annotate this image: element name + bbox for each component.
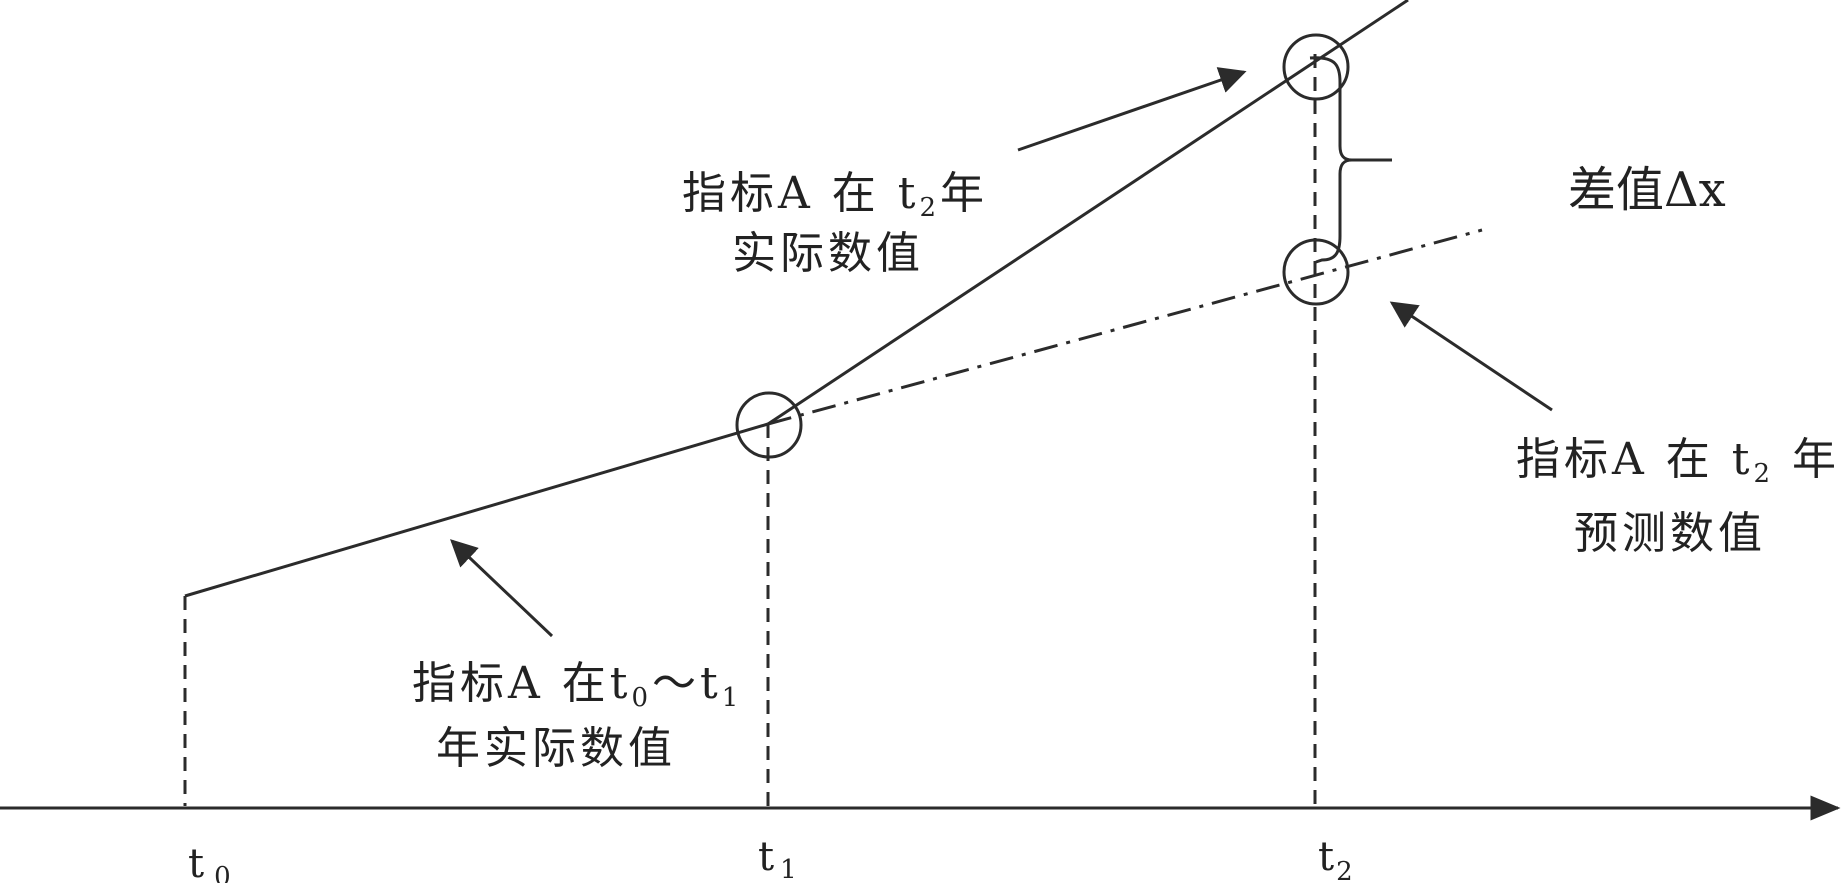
actual-line-t0-t1 bbox=[184, 422, 769, 598]
t2-actual-point-circle bbox=[1282, 33, 1350, 101]
label-actual-t2-line2: 实际数值 bbox=[732, 228, 924, 279]
label-predicted-t2-line1: 指标A 在 t2 年 bbox=[1516, 434, 1840, 489]
label-predicted-t2-line2: 预测数值 bbox=[1574, 508, 1766, 559]
label-actual-t0-t1-line1: 指标A 在t0～t1 bbox=[412, 658, 742, 713]
t1-point-circle bbox=[735, 391, 803, 459]
arrow-to-actual-t2 bbox=[1017, 67, 1247, 152]
label-actual-t0-t1-line2: 年实际数值 bbox=[436, 723, 676, 774]
arrow-to-actual-t0-t1 bbox=[450, 539, 554, 638]
t2-predicted-point-circle bbox=[1282, 238, 1350, 306]
difference-brace bbox=[1309, 56, 1392, 264]
tick-label-t2: t2 bbox=[1318, 834, 1353, 883]
label-actual-t2-line1: 指标A 在 t2年 bbox=[682, 168, 988, 223]
predicted-line bbox=[767, 228, 1483, 426]
arrow-to-predicted-t2 bbox=[1389, 301, 1553, 412]
actual-line-t1-t2 bbox=[767, 0, 1409, 426]
label-difference: 差值Δx bbox=[1568, 162, 1726, 218]
